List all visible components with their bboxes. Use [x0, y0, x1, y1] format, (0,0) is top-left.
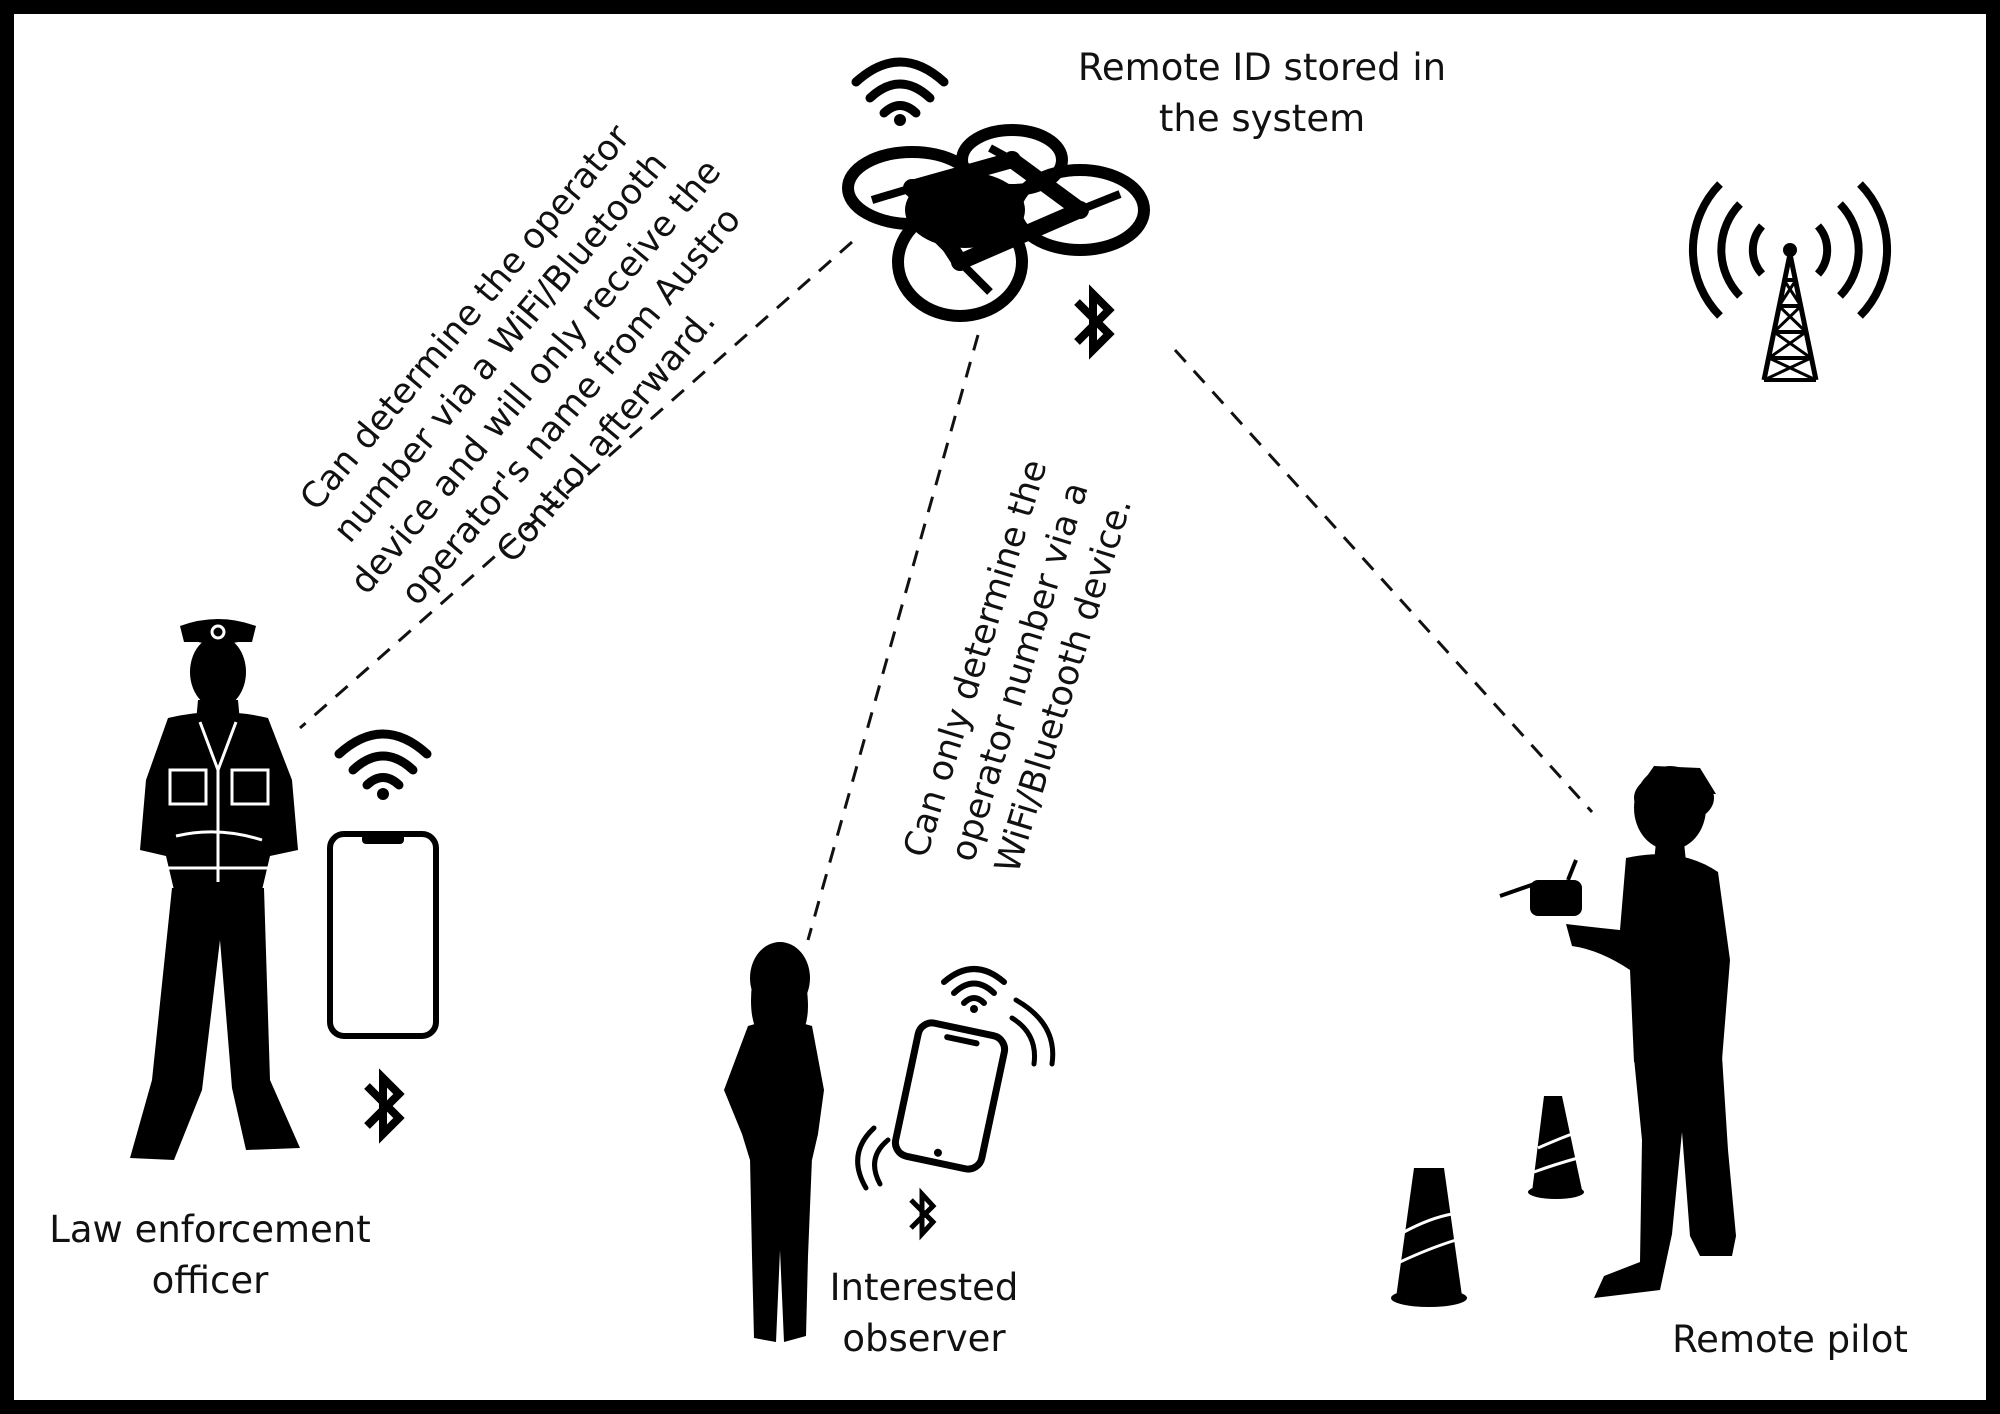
traffic-cone-icon	[1391, 1168, 1467, 1307]
observer-label: Interested observer	[774, 1262, 1074, 1364]
radio-tower-icon	[1689, 181, 1891, 382]
smartphone-icon	[891, 1019, 1009, 1173]
link-drone-pilot	[1173, 348, 1594, 814]
pilot-silhouette	[1530, 766, 1736, 1298]
drone-label-line-2: the system	[1158, 97, 1366, 140]
officer-label-line-2: officer	[151, 1259, 269, 1302]
bluetooth-icon	[909, 1187, 937, 1241]
drone-icon	[842, 124, 1150, 322]
wifi-icon	[851, 57, 949, 126]
traffic-cone-icon	[1528, 1096, 1584, 1199]
drone-label: Remote ID stored in the system	[1052, 42, 1472, 144]
link-drone-observer	[806, 334, 980, 941]
wifi-icon	[941, 966, 1007, 1013]
observer-label-line-2: observer	[842, 1317, 1006, 1360]
bluetooth-icon	[364, 1068, 405, 1144]
pilot-label-text: Remote pilot	[1672, 1318, 1908, 1361]
officer-label-line-1: Law enforcement	[49, 1208, 371, 1251]
smartphone-icon	[327, 831, 439, 1039]
link-drone-officer	[299, 240, 853, 730]
officer-uniform-details	[150, 624, 286, 882]
wifi-icon	[334, 729, 432, 800]
signal-waves	[855, 997, 1056, 1191]
radio-controller-antennas	[1499, 859, 1578, 898]
observer-label-line-1: Interested	[829, 1266, 1019, 1309]
pilot-label: Remote pilot	[1620, 1314, 1960, 1365]
officer-silhouette	[130, 619, 300, 1160]
bluetooth-icon	[1074, 284, 1115, 360]
drone-label-line-1: Remote ID stored in	[1077, 46, 1447, 89]
observer-silhouette	[724, 942, 824, 1342]
officer-label: Law enforcement officer	[30, 1204, 390, 1306]
